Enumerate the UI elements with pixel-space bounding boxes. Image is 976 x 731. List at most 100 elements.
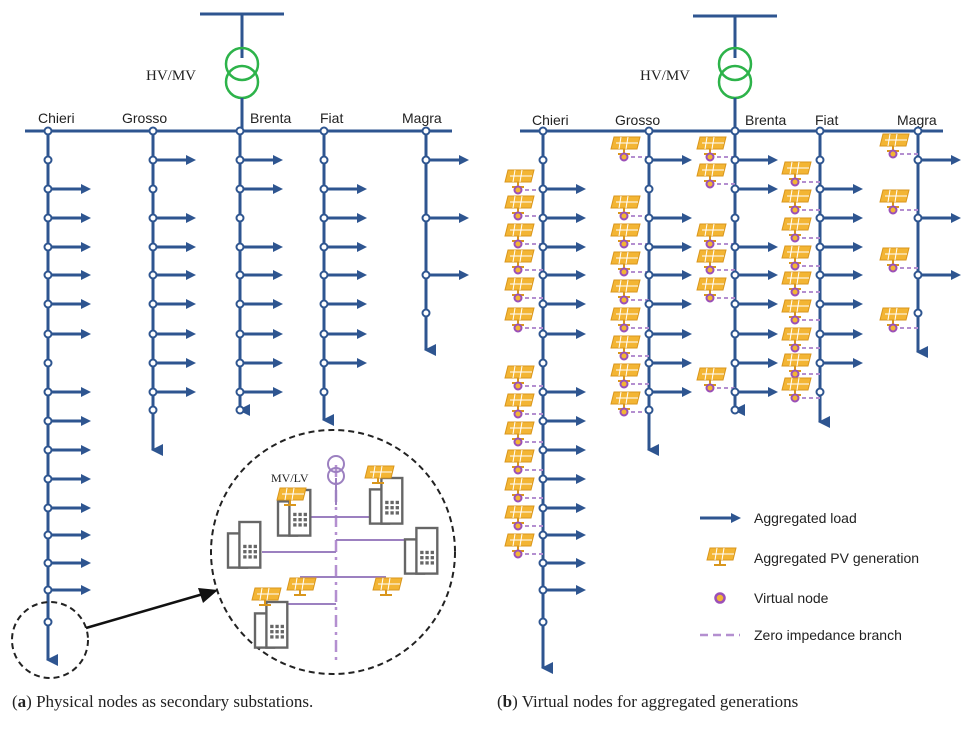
feeder-node	[421, 270, 431, 280]
pv-panel-icon	[696, 367, 727, 386]
pv-panel-icon	[504, 169, 535, 188]
feeder-node	[913, 213, 923, 223]
pv-panel-icon	[372, 577, 403, 596]
building-icon	[276, 488, 312, 537]
legend-virtual-node: Virtual node	[754, 590, 829, 606]
feeder-node	[644, 242, 654, 252]
virtual-node	[705, 383, 715, 393]
feeder-node	[43, 242, 53, 252]
feeder-node	[538, 213, 548, 223]
feeder-node	[538, 474, 548, 484]
pv-panel-icon	[286, 577, 317, 596]
virtual-node	[888, 263, 898, 273]
feeder-label-brenta: Brenta	[250, 110, 291, 126]
feeder-node	[421, 213, 431, 223]
feeder-a-4	[421, 126, 469, 356]
pv-panel-icon	[879, 307, 910, 326]
feeder-node	[644, 387, 654, 397]
pv-small-icon	[251, 587, 282, 606]
lv-network-inset: MV/LV	[210, 429, 456, 675]
virtual-node	[513, 465, 523, 475]
feeder-label-magra-b: Magra	[897, 112, 937, 128]
feeder-node	[644, 184, 654, 194]
feeder-label-grosso: Grosso	[122, 110, 167, 126]
caption-a: (a) Physical nodes as secondary substati…	[12, 692, 314, 711]
pv-panel-icon	[610, 335, 641, 354]
feeder-node	[644, 213, 654, 223]
feeder-node	[43, 213, 53, 223]
pv-panel-icon	[504, 307, 535, 326]
feeder-a-1	[148, 126, 196, 456]
feeder-node	[148, 242, 158, 252]
feeder-node	[730, 387, 740, 397]
virtual-node	[888, 323, 898, 333]
feeder-node	[148, 329, 158, 339]
feeder-node	[730, 126, 740, 136]
feeder-node	[148, 405, 158, 415]
feeder-node	[235, 299, 245, 309]
building-icon	[368, 476, 404, 525]
virtual-node	[705, 179, 715, 189]
feeder-node	[815, 358, 825, 368]
feeder-node	[235, 242, 245, 252]
virtual-node	[619, 295, 629, 305]
hv-mv-label: HV/MV	[146, 68, 196, 84]
feeder-node	[43, 474, 53, 484]
pv-panel-icon	[504, 533, 535, 552]
pv-panel-icon	[610, 391, 641, 410]
feeder-node	[148, 184, 158, 194]
feeder-node	[235, 270, 245, 280]
pv-panel-icon	[610, 279, 641, 298]
feeder-node	[148, 299, 158, 309]
feeder-node	[235, 358, 245, 368]
feeder-node	[43, 270, 53, 280]
feeder-node	[730, 213, 740, 223]
feeder-node	[43, 558, 53, 568]
feeder-node	[730, 299, 740, 309]
feeder-node	[644, 329, 654, 339]
virtual-node	[513, 521, 523, 531]
feeder-node	[815, 126, 825, 136]
feeder-node	[319, 387, 329, 397]
feeder-b-0	[504, 126, 586, 674]
virtual-node	[790, 393, 800, 403]
feeder-node	[235, 387, 245, 397]
pv-panel-icon	[504, 277, 535, 296]
feeder-node	[538, 184, 548, 194]
virtual-node	[513, 185, 523, 195]
pv-panel-icon	[781, 353, 812, 372]
feeder-node	[538, 585, 548, 595]
feeder-node	[43, 155, 53, 165]
feeder-node	[319, 155, 329, 165]
pv-panel-icon	[696, 277, 727, 296]
feeder-node	[538, 270, 548, 280]
mv-lv-label: MV/LV	[271, 471, 309, 485]
feeder-node	[538, 416, 548, 426]
feeder-node	[148, 387, 158, 397]
legend-aggregated-pv: Aggregated PV generation	[754, 550, 919, 566]
feeder-node	[538, 445, 548, 455]
pv-panel-icon	[504, 195, 535, 214]
feeder-node	[43, 585, 53, 595]
legend-virtual-node-icon	[714, 592, 726, 604]
feeder-node	[43, 617, 53, 627]
pv-panel-icon	[696, 136, 727, 155]
feeder-node	[235, 213, 245, 223]
feeder-node	[730, 405, 740, 415]
pv-panel-icon	[504, 477, 535, 496]
feeder-node	[43, 184, 53, 194]
virtual-node	[790, 287, 800, 297]
pv-panel-icon	[504, 249, 535, 268]
virtual-node	[619, 267, 629, 277]
pv-panel-icon	[781, 327, 812, 346]
pv-panel-icon	[610, 307, 641, 326]
pv-panel-icon	[781, 217, 812, 236]
feeder-node	[43, 416, 53, 426]
legend-pv-icon	[706, 547, 737, 566]
feeder-label-chieri: Chieri	[38, 110, 75, 126]
panel-b: HV/MV Chieri Grosso Brenta Fiat Magra	[504, 14, 961, 674]
feeder-node	[538, 299, 548, 309]
legend-zero-impedance: Zero impedance branch	[754, 627, 902, 643]
pv-panel-icon	[781, 161, 812, 180]
feeder-node	[43, 299, 53, 309]
